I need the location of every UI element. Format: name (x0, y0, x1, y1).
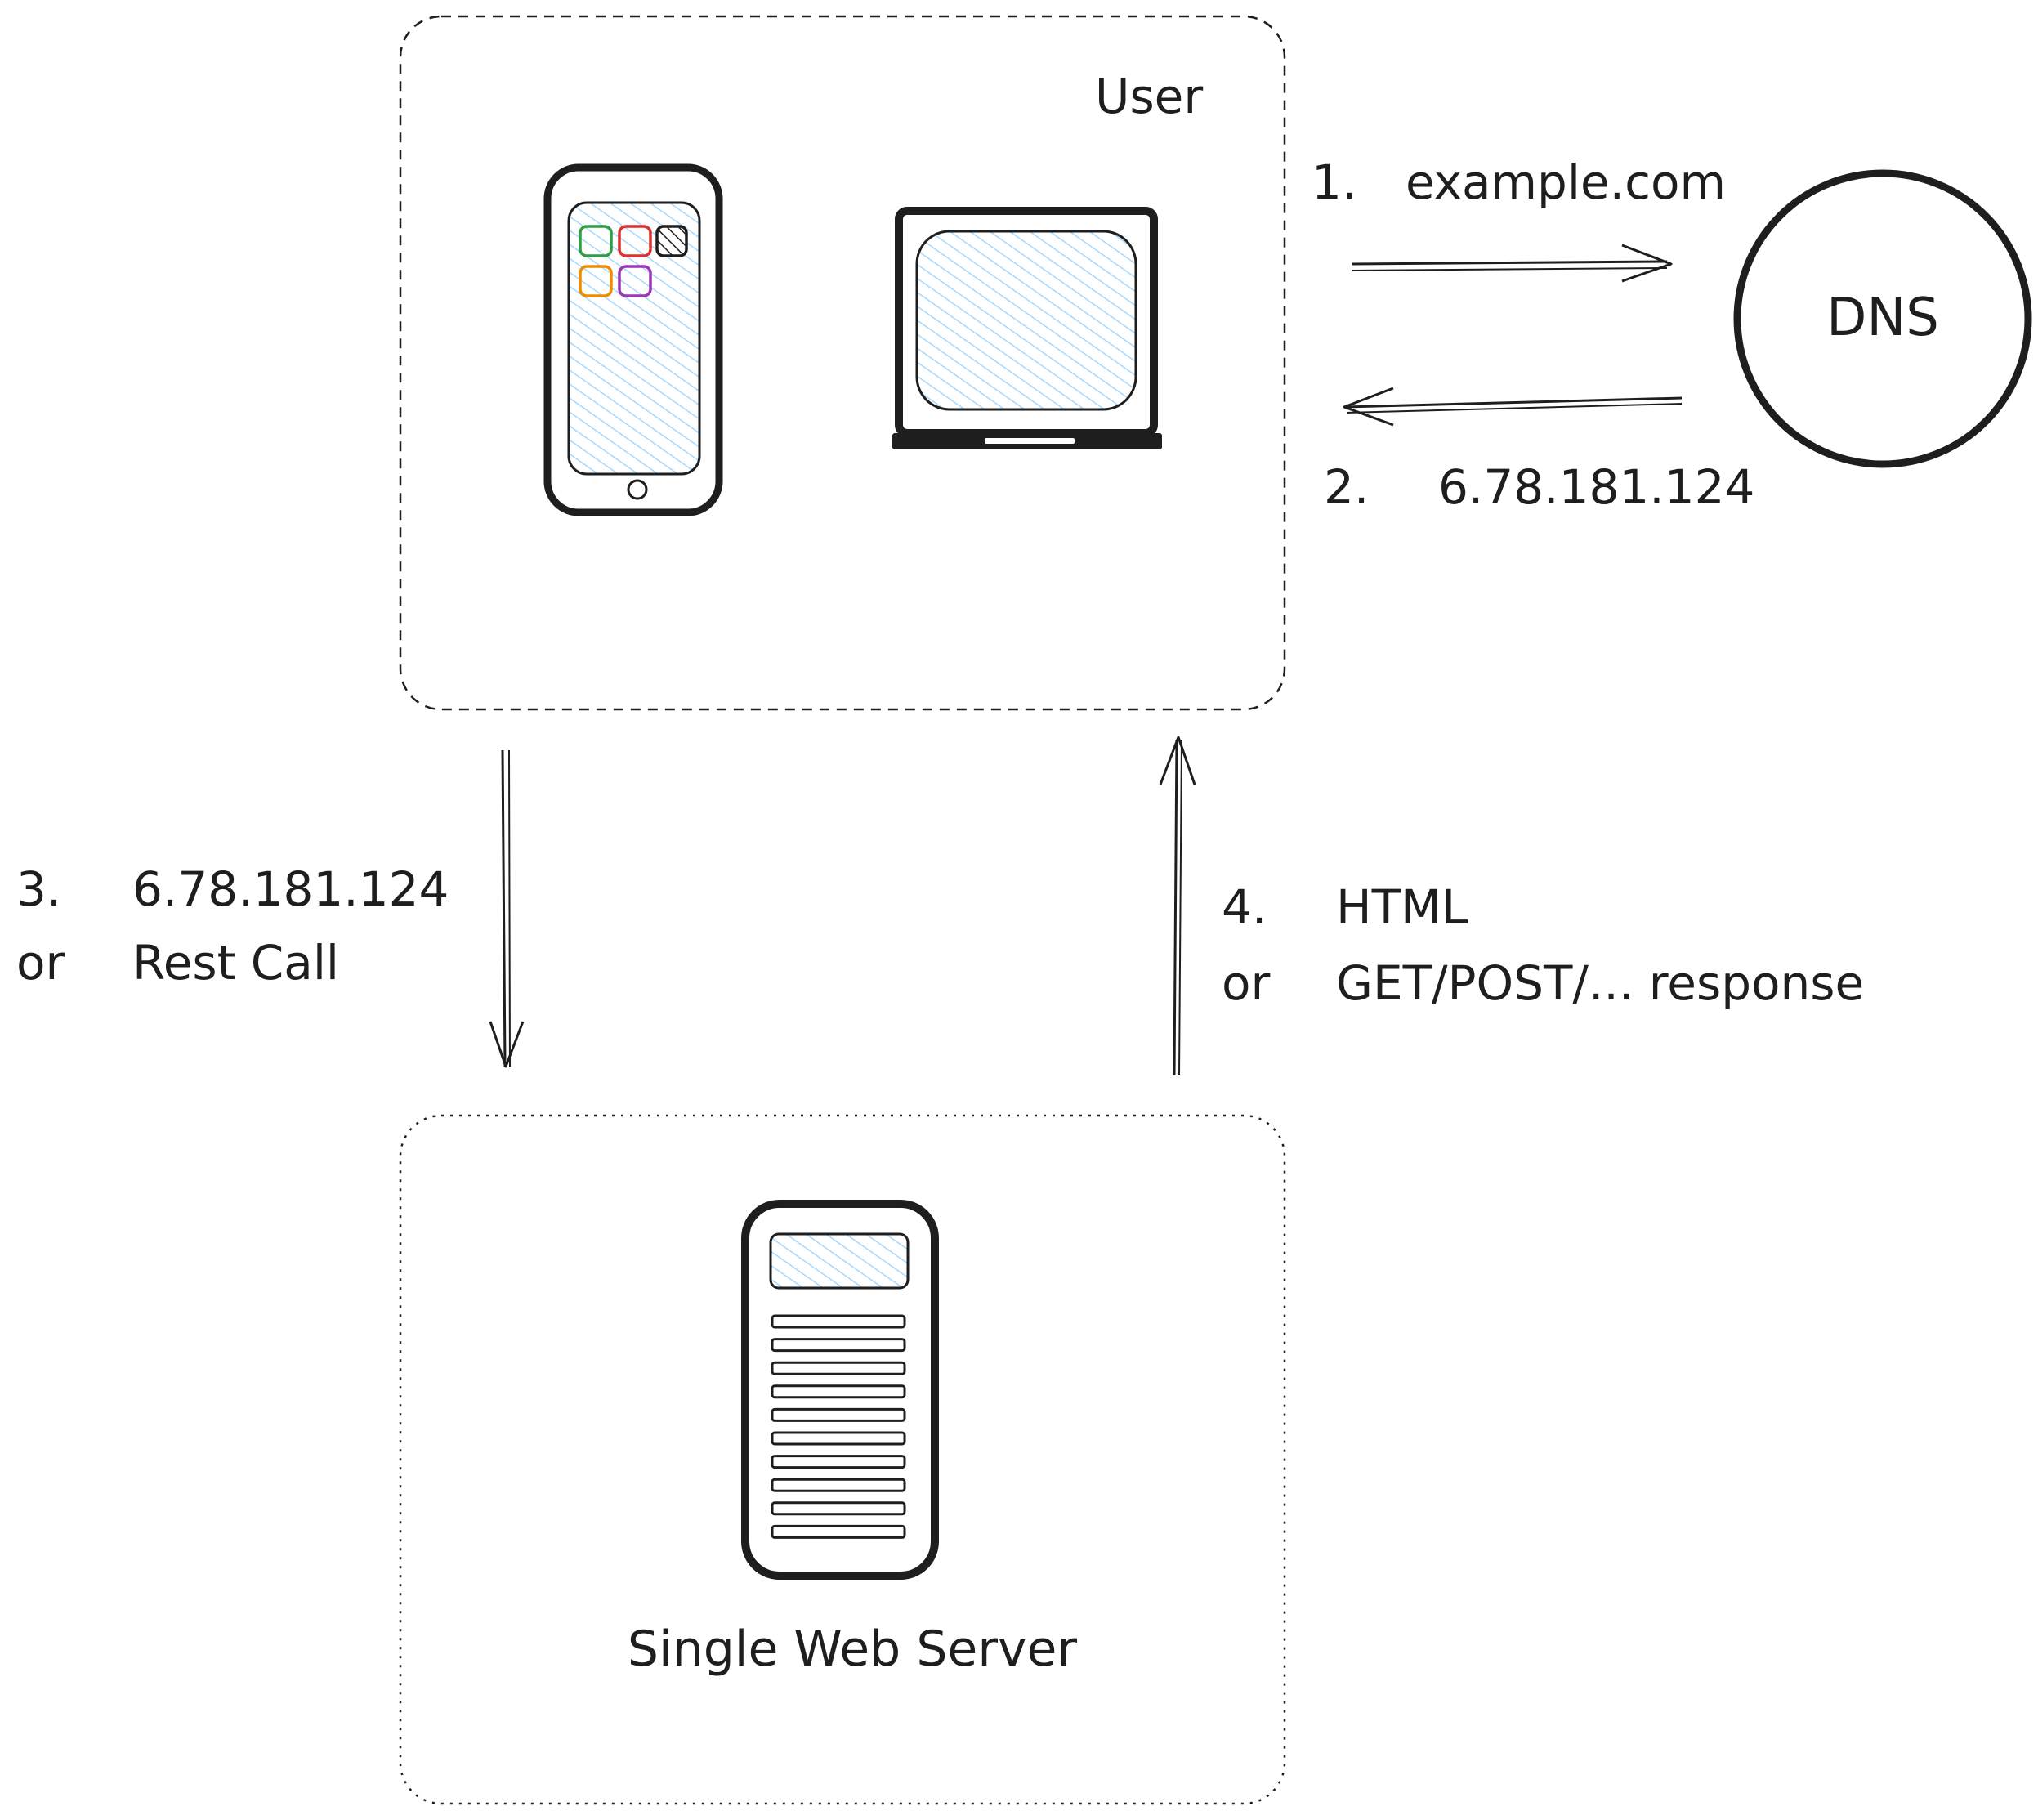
server-slot (771, 1431, 906, 1446)
server-container: Single Web Server (399, 1114, 1286, 1805)
arrow-to-user (1159, 736, 1196, 1075)
step4-alt: GET/POST/... response (1336, 955, 1864, 1011)
server-slot (771, 1384, 906, 1399)
step2-number: 2. (1324, 459, 1369, 515)
user-label: User (1095, 69, 1203, 124)
server-label: Single Web Server (628, 1621, 1077, 1678)
smartphone-icon (543, 163, 723, 516)
step4-label: 4. HTML or GET/POST/... response (1222, 879, 1864, 1011)
step1-number: 1. (1312, 154, 1356, 210)
step4-or: or (1222, 955, 1270, 1011)
server-slot (771, 1338, 906, 1353)
server-slot (771, 1455, 906, 1469)
server-slot (771, 1361, 906, 1375)
dns-label: DNS (1826, 288, 1939, 348)
server-slot (771, 1524, 906, 1539)
step3-text: 6.78.181.124 (132, 861, 449, 917)
step4-text: HTML (1336, 879, 1468, 935)
server-slot (771, 1314, 906, 1329)
laptop-icon (892, 207, 1162, 449)
step4-number: 4. (1222, 879, 1267, 935)
server-slots (771, 1314, 906, 1539)
arrow-from-dns (1343, 387, 1683, 427)
server-slot (771, 1478, 906, 1492)
server-slot (771, 1501, 906, 1516)
step3-alt: Rest Call (132, 935, 339, 990)
user-container: User (399, 15, 1286, 711)
server-icon (741, 1200, 939, 1580)
step3-number: 3. (16, 861, 61, 917)
arrow-to-server (489, 749, 525, 1068)
server-slot (771, 1407, 906, 1422)
step3-or: or (16, 935, 65, 990)
dns-node: DNS (1733, 169, 2032, 468)
arrow-to-dns (1352, 244, 1673, 283)
step2-label: 2. 6.78.181.124 (1324, 459, 1754, 515)
step3-label: 3. 6.78.181.124 or Rest Call (16, 861, 449, 990)
step2-text: 6.78.181.124 (1438, 459, 1754, 515)
step1-text: example.com (1406, 154, 1726, 210)
step1-label: 1. example.com (1312, 154, 1726, 210)
